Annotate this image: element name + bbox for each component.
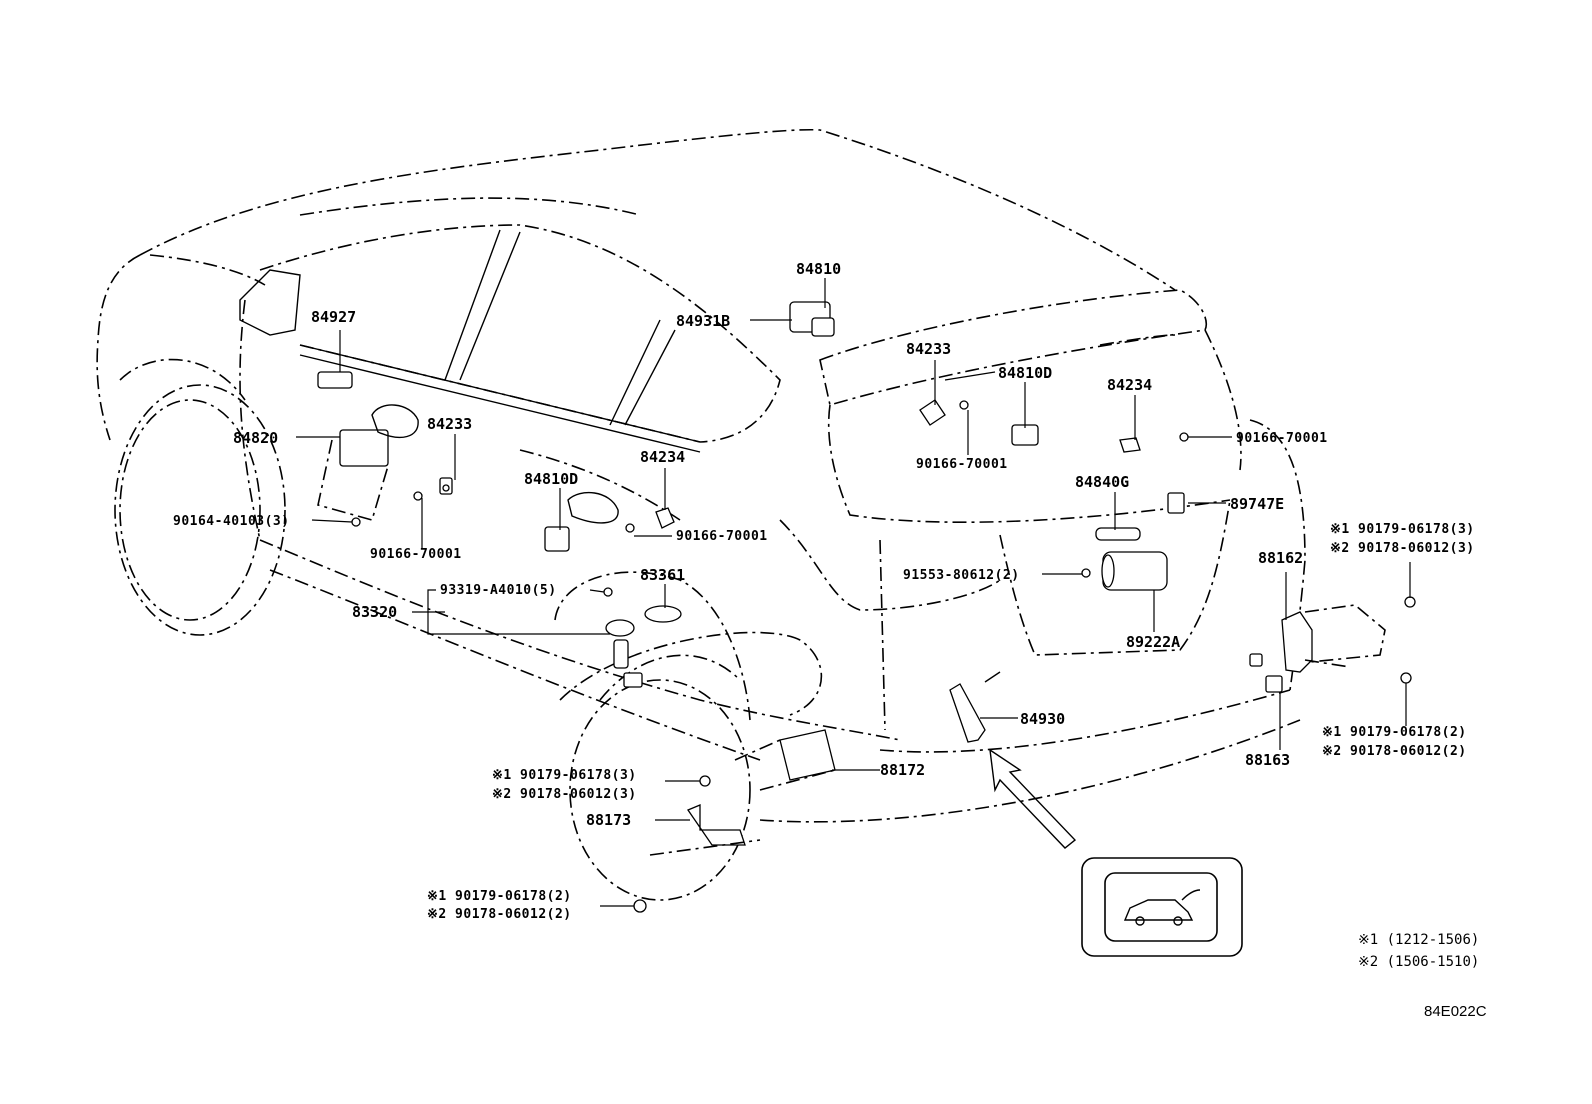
note-2-b: ※2 90178-06012(2) — [1322, 744, 1467, 759]
label-84234-top: 84234 — [1107, 376, 1152, 394]
label-83320: 83320 — [352, 603, 397, 621]
label-88162: 88162 — [1258, 549, 1303, 567]
label-91553: 91553-80612(2) — [903, 568, 1020, 583]
switch-84820 — [339, 429, 389, 467]
label-90166-mid: 90166-70001 — [676, 529, 768, 544]
leader-lines — [296, 278, 1411, 907]
rear-view-inset — [1081, 857, 1243, 957]
car-icon — [1123, 899, 1194, 921]
parts — [317, 301, 1416, 913]
label-84810D-mid: 84810D — [524, 470, 578, 488]
switch-84810D-mid — [544, 526, 570, 552]
label-84810D-top: 84810D — [998, 364, 1052, 382]
label-84233-top: 84233 — [906, 340, 951, 358]
label-84927: 84927 — [311, 308, 356, 326]
label-84930: 84930 — [1020, 710, 1065, 728]
note-2-a: ※2 90178-06012(3) — [1330, 541, 1475, 556]
label-90166-top-right: 90166-70001 — [1236, 431, 1328, 446]
note-1-c: ※1 90179-06178(3) — [492, 768, 637, 783]
label-84810: 84810 — [796, 260, 841, 278]
label-90166-left: 90166-70001 — [370, 547, 462, 562]
part-labels: 84810 84931B 84927 84233 84810D 84234 90… — [173, 260, 1475, 922]
label-84233-mid: 84233 — [427, 415, 472, 433]
note-2-c: ※2 90178-06012(3) — [492, 787, 637, 802]
label-88173: 88173 — [586, 811, 631, 829]
note-2-d: ※2 90178-06012(2) — [427, 907, 572, 922]
label-88172: 88172 — [880, 761, 925, 779]
label-84931B: 84931B — [676, 312, 730, 330]
label-84820: 84820 — [233, 429, 278, 447]
label-90164: 90164-40103(3) — [173, 514, 290, 529]
label-89747E: 89747E — [1230, 495, 1284, 513]
label-89222A: 89222A — [1126, 633, 1180, 651]
label-84840G: 84840G — [1075, 473, 1129, 491]
footnote-2: ※2 (1506-1510) — [1358, 954, 1479, 970]
footnotes: ※1 (1212-1506) ※2 (1506-1510) 84E022C — [1358, 932, 1487, 1020]
label-83361: 83361 — [640, 566, 685, 584]
footnote-1: ※1 (1212-1506) — [1358, 932, 1479, 948]
label-88163: 88163 — [1245, 751, 1290, 769]
label-90166-top-left: 90166-70001 — [916, 457, 1008, 472]
diagram-code: 84E022C — [1424, 1003, 1487, 1020]
label-93319: 93319-A4010(5) — [440, 583, 557, 598]
label-84234-mid: 84234 — [640, 448, 685, 466]
note-1-a: ※1 90179-06178(3) — [1330, 522, 1475, 537]
switch-84927 — [317, 371, 353, 389]
note-1-d: ※1 90179-06178(2) — [427, 889, 572, 904]
switch-84840G — [1095, 527, 1141, 541]
note-1-b: ※1 90179-06178(2) — [1322, 725, 1467, 740]
sensor-88172 — [779, 729, 836, 781]
